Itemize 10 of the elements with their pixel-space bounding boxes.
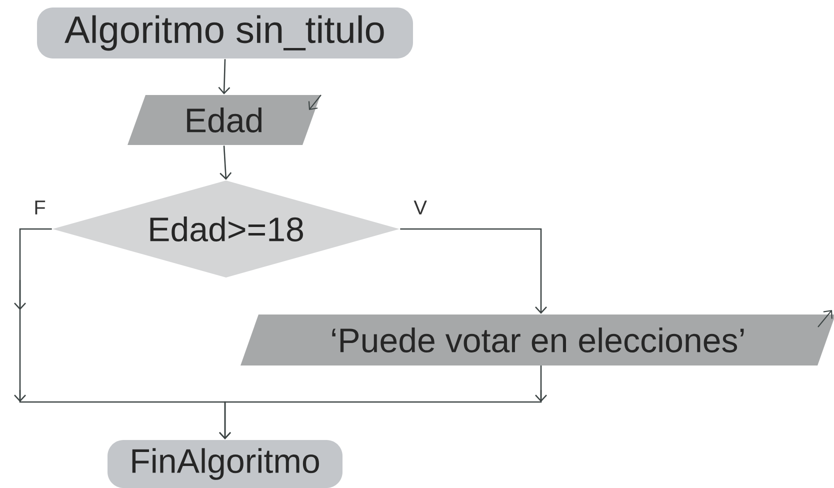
terminal-box: FinAlgoritmo	[108, 440, 342, 488]
arrow	[218, 59, 230, 94]
edge-label: F	[35, 200, 46, 214]
data-parallelogram: Edad	[128, 95, 320, 145]
arrow	[220, 146, 232, 180]
arrow	[219, 366, 547, 440]
edge-label: V	[414, 200, 427, 214]
terminal-box: Algoritmo sin_titulo	[37, 8, 413, 58]
arrow	[400, 228, 547, 314]
data-parallelogram: ‘Puede votar en elecciones’	[240, 314, 834, 366]
